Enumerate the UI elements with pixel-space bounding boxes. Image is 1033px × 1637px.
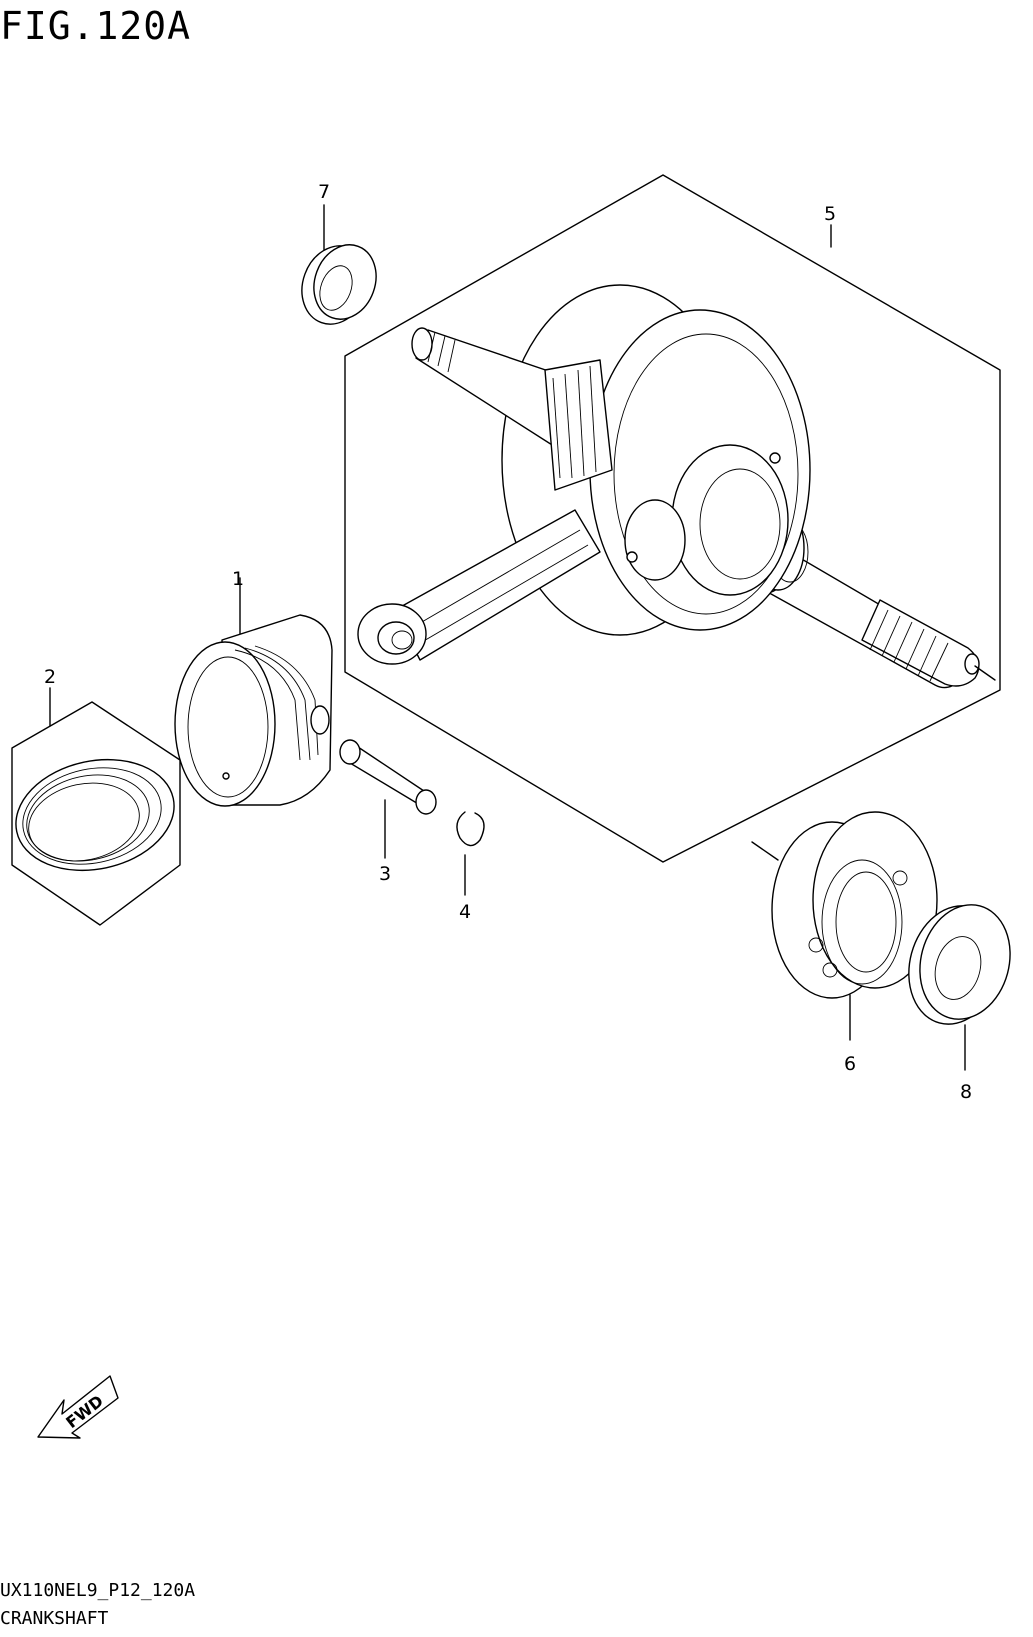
callout-number-3: 3 xyxy=(379,863,391,885)
section-name: CRANKSHAFT xyxy=(0,1608,109,1629)
callout-number-2: 2 xyxy=(44,666,56,688)
crankshaft-left-journal xyxy=(411,327,613,491)
callout-number-4: 4 xyxy=(459,901,471,923)
callout-number-5: 5 xyxy=(824,203,836,225)
oil-seal-left-group xyxy=(301,204,377,325)
crankshaft-assembly-group xyxy=(344,174,1001,863)
piston-pin-group xyxy=(339,739,437,859)
figure-title: FIG.120A xyxy=(0,4,192,48)
piston-pin-circlip-group xyxy=(456,811,485,896)
bearing-group-bracket xyxy=(751,841,779,861)
callout-number-8: 8 xyxy=(960,1081,972,1103)
ring-set-frame xyxy=(11,701,181,926)
crankshaft-bearing-group xyxy=(751,811,938,1041)
callout-number-6: 6 xyxy=(844,1053,856,1075)
crankshaft-group-frame xyxy=(344,174,1001,863)
connecting-rod xyxy=(357,509,601,665)
drawing-code: UX110NEL9_P12_120A xyxy=(0,1580,196,1601)
piston-group xyxy=(174,577,333,807)
callout-number-7: 7 xyxy=(318,181,330,203)
callout-number-1: 1 xyxy=(232,568,244,590)
piston-ring-set-group xyxy=(11,687,181,926)
fwd-arrow-icon: FWD xyxy=(37,1375,119,1439)
oil-seal-right-group xyxy=(908,904,1011,1071)
